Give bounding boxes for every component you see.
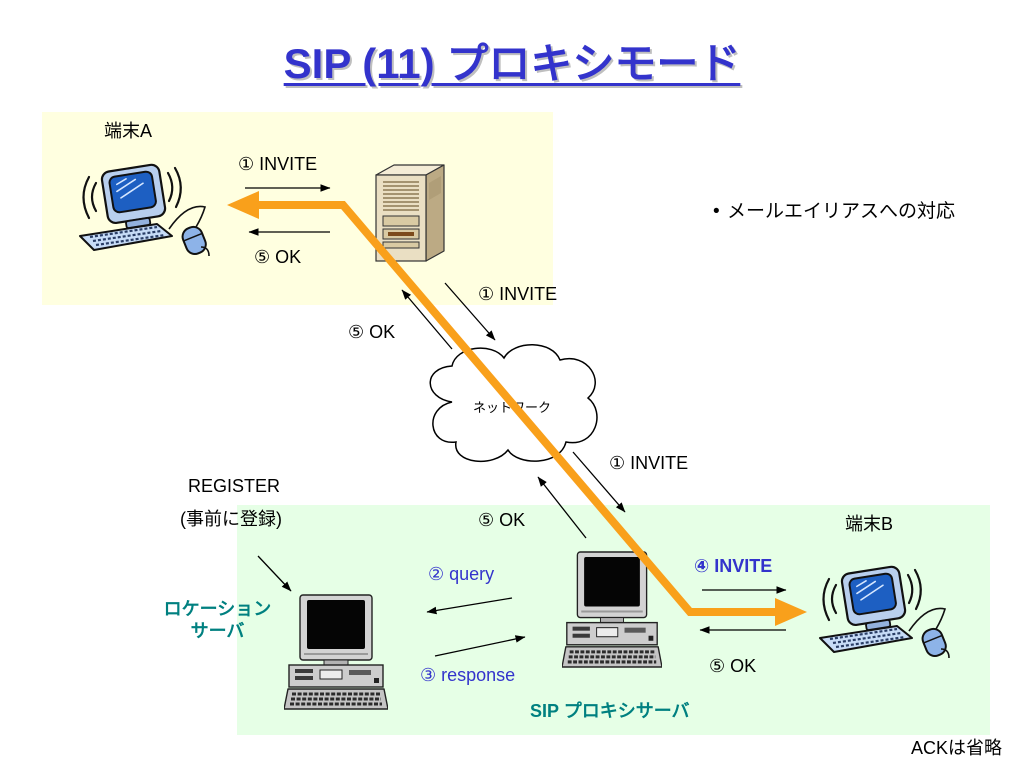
downstream-invite-label: ① INVITE <box>609 453 689 473</box>
sip-proxy-computer-icon <box>562 551 662 668</box>
downstream-ok-label: ⑤ OK <box>478 510 526 530</box>
terminal-b-ok-label: ⑤ OK <box>709 656 757 676</box>
terminal-b-invite-label: ④ INVITE <box>694 556 773 576</box>
response-label: ③ response <box>420 665 516 685</box>
query-label: ② query <box>428 564 495 584</box>
network-label: ネットワーク <box>473 400 552 415</box>
sip-proxy-server-label: SIP プロキシサーバ <box>530 701 690 721</box>
location-server-label: ロケーション サーバ <box>150 598 285 642</box>
feature-note-item: メールエイリアスへの対応 <box>713 201 955 223</box>
location-server-label-line2: サーバ <box>190 621 245 641</box>
terminal-b-label: 端末B <box>845 514 894 534</box>
slide-title: SIP (11) プロキシモード <box>283 40 741 87</box>
terminal-a-invite-label: ① INVITE <box>238 154 318 174</box>
terminal-a-ok-label: ⑤ OK <box>254 247 302 267</box>
register-note: (事前に登録) <box>180 509 282 529</box>
terminal-b-computer-icon <box>815 565 955 660</box>
footnote-label: ACKは省略 <box>911 738 1003 758</box>
location-server-computer-icon <box>284 594 388 710</box>
upstream-invite-label: ① INVITE <box>478 284 558 304</box>
terminal-a-computer-icon <box>75 163 215 258</box>
register-label: REGISTER <box>188 476 281 496</box>
server-tower-icon <box>374 163 446 263</box>
terminal-a-label: 端末A <box>104 121 153 141</box>
feature-note-list: メールエイリアスへの対応 <box>713 201 955 223</box>
upstream-ok-label: ⑤ OK <box>348 322 396 342</box>
location-server-label-line1: ロケーション <box>163 599 272 619</box>
